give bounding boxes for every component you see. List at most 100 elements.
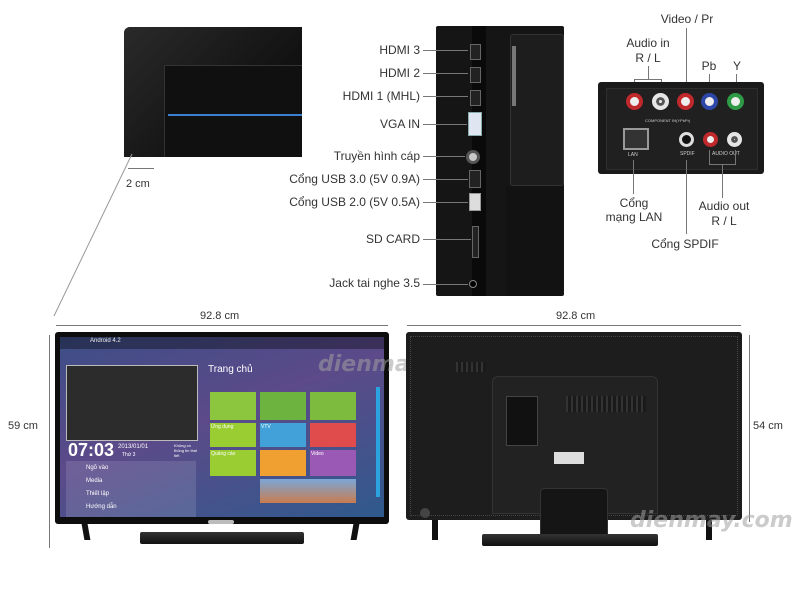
- tv-menu-item: Thiết lập: [86, 491, 110, 497]
- leader-sd-card: [423, 239, 471, 240]
- label-hdmi2: HDMI 2: [379, 66, 420, 80]
- tv-status-bar: Android 4.2: [60, 337, 384, 349]
- back-height-arrow: [749, 335, 750, 522]
- usb3-port: [469, 170, 481, 188]
- leader-vga: [423, 124, 467, 125]
- back-stand-base: [482, 534, 658, 546]
- label-spdif: Cổng SPDIF: [651, 237, 719, 251]
- label-sd-card: SD CARD: [365, 232, 420, 246]
- tv-tile-1: Ứng dụng: [210, 423, 256, 447]
- back-tv-vents-2: [456, 362, 486, 372]
- spdif-caption: SPDIF: [680, 151, 695, 157]
- closeup-screen: [164, 65, 302, 157]
- leader-hdmi3: [423, 50, 468, 51]
- audio-out-r-jack: [703, 132, 718, 147]
- back-tv: [406, 332, 742, 520]
- tv-tile-green-3: [310, 392, 356, 420]
- front-foot-right: [350, 524, 360, 540]
- component-in-caption: COMPONENT IN(YPbPr): [645, 118, 691, 123]
- tv-preview-window: [66, 365, 198, 441]
- video-pr-jack: [677, 93, 694, 110]
- side-panel-vent: [506, 186, 562, 296]
- front-height-arrow: [49, 335, 50, 548]
- spdif-jack: [679, 132, 694, 147]
- label-audio-in-rl: R / L: [635, 51, 661, 65]
- leader-headphone: [423, 284, 468, 285]
- label-hdmi1: HDMI 1 (MHL): [342, 89, 420, 103]
- leader-lan: [633, 160, 634, 194]
- front-tv: Android 4.2 07:03 2013/01/01 Thứ 3 Không…: [55, 332, 389, 524]
- tv-menu-item: Hướng dẫn: [86, 504, 117, 510]
- watermark-back: dienmay.com: [630, 508, 793, 533]
- pb-jack: [701, 93, 718, 110]
- tv-side-scroll: [376, 387, 380, 497]
- bracket-audio-out-r: [735, 150, 736, 164]
- back-tv-power-jack: [420, 508, 430, 518]
- label-hdmi3: HDMI 3: [379, 43, 420, 57]
- closeup-blue-line: [168, 114, 302, 116]
- hdmi3-port: [470, 44, 481, 60]
- label-usb2: Cổng USB 2.0 (5V 0.5A): [289, 195, 420, 209]
- leader-hdmi1: [423, 96, 468, 97]
- tv-home-title: Trang chủ: [208, 364, 253, 375]
- tv-tile-3: Quảng cáo: [210, 450, 256, 476]
- y-jack: [727, 93, 744, 110]
- front-width-arrow: [56, 325, 388, 326]
- tv-tile-orange: [260, 450, 306, 476]
- usb2-port: [469, 193, 481, 211]
- headphone-jack: [469, 280, 477, 288]
- label-audio-out: Audio out: [698, 199, 750, 213]
- label-usb3: Cổng USB 3.0 (5V 0.9A): [289, 172, 420, 186]
- bracket-audio-out-h: [709, 164, 736, 165]
- tv-tile-2: VTV: [260, 423, 306, 447]
- sd-card-slot: [472, 226, 479, 258]
- audio-in-l-jack: [652, 93, 669, 110]
- leader-usb2: [423, 202, 468, 203]
- leader-spdif: [686, 160, 687, 234]
- tv-tile-green-2: [260, 392, 306, 420]
- label-audio-in: Audio in: [626, 36, 670, 50]
- back-width-arrow: [407, 325, 741, 326]
- thickness-arrow: [128, 168, 154, 169]
- side-panel-cable: [512, 46, 516, 106]
- cable-tv-port: [466, 150, 480, 164]
- back-foot-right: [706, 520, 712, 540]
- label-lan: Cổng: [619, 196, 649, 210]
- label-vga: VGA IN: [379, 117, 420, 131]
- leader-cable-tv: [423, 156, 465, 157]
- tv-menu-item: Media: [86, 478, 103, 484]
- closeup-pointer-line: [53, 153, 133, 317]
- label-pb: Pb: [701, 59, 717, 73]
- tv-weather: Không có thông tin thời tiết: [174, 443, 198, 458]
- tv-clock: 07:03: [68, 440, 115, 460]
- side-port-panel: [436, 26, 564, 296]
- label-y: Y: [732, 59, 741, 73]
- hdmi2-port: [470, 67, 481, 83]
- back-stand-neck: [540, 488, 608, 540]
- hdmi1-port: [470, 90, 481, 106]
- front-tv-logo: [208, 520, 234, 524]
- back-tv-vents: [566, 396, 646, 412]
- label-video-pr: Video / Pr: [660, 12, 714, 26]
- lan-caption: LAN: [628, 152, 638, 158]
- tv-weekday: Thứ 3: [122, 452, 136, 458]
- audio-in-r-jack: [626, 93, 643, 110]
- front-foot-left: [81, 524, 91, 540]
- tv-menu-item: Ngõ vào: [86, 465, 109, 471]
- front-height-label: 59 cm: [8, 420, 38, 432]
- side-panel-recess: [510, 34, 564, 186]
- audio-out-l-jack: [727, 132, 742, 147]
- label-lan-2: mạng LAN: [605, 210, 663, 224]
- back-width-label: 92.8 cm: [556, 310, 596, 322]
- bracket-audio-out-v: [722, 164, 723, 198]
- back-foot-left: [432, 520, 438, 540]
- leader-hdmi2: [423, 73, 468, 74]
- tv-tile-city: [260, 479, 356, 503]
- leader-usb3: [423, 179, 468, 180]
- thickness-label: 2 cm: [126, 178, 150, 190]
- label-audio-out-rl: R / L: [711, 214, 737, 228]
- tv-screen: Android 4.2 07:03 2013/01/01 Thứ 3 Không…: [60, 337, 384, 517]
- tv-menu: Ngõ vào Media Thiết lập Hướng dẫn: [66, 461, 196, 517]
- back-tv-port-area: [506, 396, 538, 446]
- bracket-audio-out-l: [709, 150, 710, 164]
